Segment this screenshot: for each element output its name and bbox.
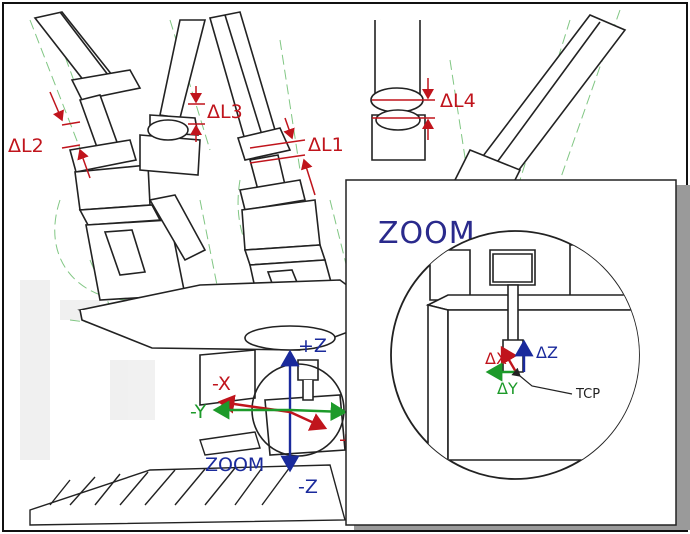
zoom-label-dx: ΔX [485,349,507,368]
label-delta-l1: ΔL1 [308,134,344,156]
zoom-spindle-body [489,249,536,286]
main-axis-arrows [212,349,348,473]
leg-4 [370,20,426,161]
zoom-workpiece-side [427,303,449,462]
label-delta-l3: ΔL3 [207,101,243,123]
label-delta-l2: ΔL2 [8,135,44,157]
moving-platform [77,279,382,351]
delta-l-dimensions [49,78,435,196]
zoom-label-tcp: TCP [575,387,600,402]
leg-5 [453,14,627,202]
label-delta-l4: ΔL4 [440,90,476,112]
leg-1 [33,11,207,301]
label-zoom-main: ZOOM [205,454,264,476]
label-plus-z: +Z [298,335,327,357]
label-minus-y: -Y [190,401,207,423]
label-minus-x: -X [212,373,231,395]
zoom-workpiece-front [447,309,639,461]
zoom-inset-panel: ZOOM ΔX ΔZ ΔY TCP [345,179,690,530]
zoom-label-dz: ΔZ [536,343,558,362]
machine-table [29,431,346,526]
zoom-delta-vectors [485,339,573,395]
label-minus-z: -Z [298,476,318,498]
leg-3 [139,19,207,176]
zoom-label-dy: ΔY [497,379,518,398]
background-watermark [20,280,155,460]
zoom-workpiece-top [425,294,639,311]
